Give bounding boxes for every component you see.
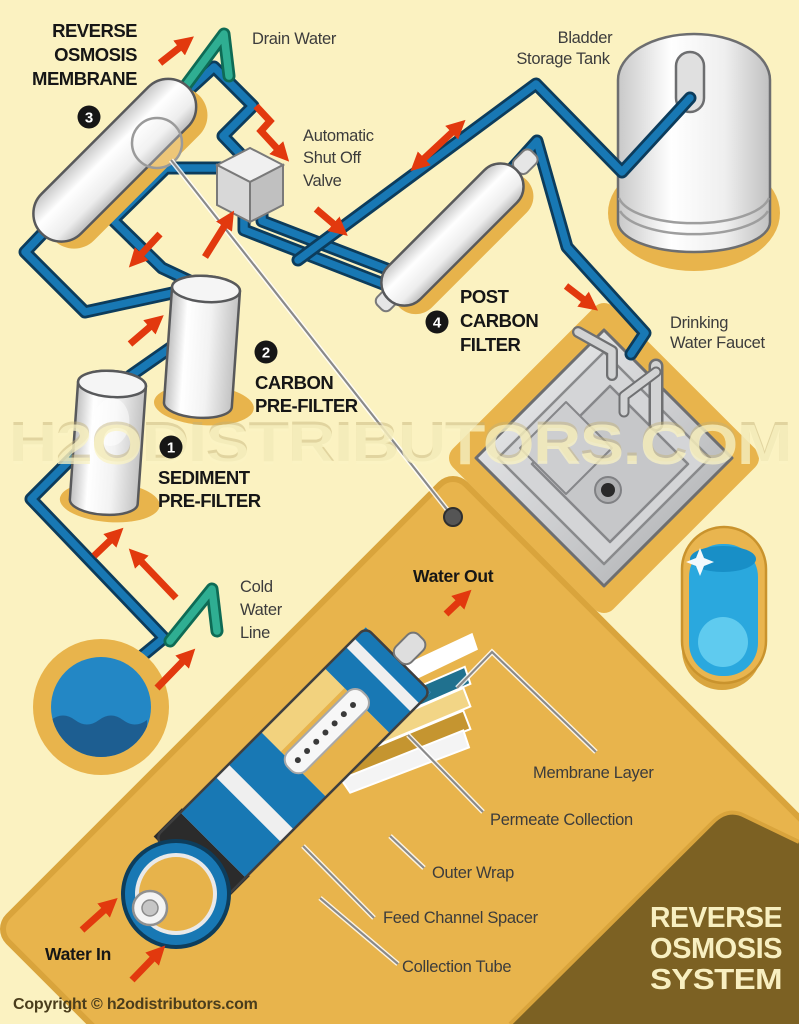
post-carbon-capsule bbox=[374, 148, 539, 315]
label-postcarbon-line1: POST bbox=[460, 286, 510, 307]
carbon-pre-filter bbox=[153, 274, 254, 426]
auto-shutoff-valve bbox=[214, 146, 286, 224]
badge-4 bbox=[425, 310, 449, 334]
flow-arrow bbox=[563, 283, 598, 311]
label-tank-line2: Storage Tank bbox=[516, 50, 610, 68]
flow-arrow bbox=[202, 210, 235, 259]
badge-3 bbox=[77, 105, 101, 129]
cold-water-source bbox=[33, 639, 169, 775]
water-out-port bbox=[392, 631, 427, 666]
label-faucet-line2: Water Faucet bbox=[670, 334, 766, 352]
watermark: H2ODISTRIBUTORS.COM H2ODISTRIBUTORS.COM bbox=[9, 410, 792, 477]
label-carbonpre-line2: PRE-FILTER bbox=[255, 395, 358, 416]
label-coldwater-line2: Water bbox=[240, 601, 283, 619]
label-postcarbon-line3: FILTER bbox=[460, 334, 521, 355]
label-postcarbon-line2: CARBON bbox=[460, 310, 538, 331]
flow-arrow bbox=[127, 315, 164, 347]
brown-corner-panel bbox=[508, 810, 799, 1024]
label-membrane-line2: OSMOSIS bbox=[54, 44, 137, 65]
badge-4-number: 4 bbox=[433, 315, 442, 332]
flow-arrow bbox=[157, 36, 194, 66]
label-membrane-line3: MEMBRANE bbox=[32, 68, 137, 89]
label-permeate-collection: Permeate Collection bbox=[490, 811, 633, 829]
label-valve-line1: Automatic bbox=[303, 127, 374, 145]
flow-arrow bbox=[129, 945, 166, 983]
label-coldwater-line1: Cold bbox=[240, 578, 273, 596]
label-feed-channel-spacer: Feed Channel Spacer bbox=[383, 909, 539, 927]
label-membrane-line1: REVERSE bbox=[52, 20, 137, 41]
flow-arrow-double bbox=[410, 119, 466, 172]
bladder-storage-tank bbox=[608, 32, 780, 271]
copyright-text: Copyright © h2odistributors.com bbox=[13, 996, 258, 1013]
sink-faucet bbox=[618, 358, 664, 432]
flow-arrow bbox=[443, 589, 472, 617]
watermark-text: H2ODISTRIBUTORS.COM bbox=[9, 413, 791, 477]
label-sediment-line2: PRE-FILTER bbox=[158, 490, 261, 511]
label-drain-water: Drain Water bbox=[252, 30, 337, 48]
flow-arrow bbox=[313, 206, 348, 236]
glass-of-water bbox=[680, 525, 768, 690]
label-faucet-line1: Drinking bbox=[670, 314, 728, 332]
cutaway-leaders bbox=[301, 648, 598, 966]
title-line3: SYSTEM bbox=[650, 964, 782, 996]
badge-2-number: 2 bbox=[262, 345, 270, 362]
label-valve-line3: Valve bbox=[303, 172, 342, 190]
flow-arrow bbox=[79, 897, 118, 933]
label-carbonpre-line1: CARBON bbox=[255, 372, 333, 393]
title-line1: REVERSE bbox=[650, 902, 782, 934]
drinking-water-faucet bbox=[572, 326, 618, 381]
label-sediment-line1: SEDIMENT bbox=[158, 467, 251, 488]
magnifier-circle bbox=[130, 116, 184, 170]
label-valve-line2: Shut Off bbox=[303, 149, 362, 167]
label-water-in: Water In bbox=[45, 944, 111, 964]
label-coldwater-line3: Line bbox=[240, 624, 270, 642]
flow-arrow bbox=[91, 527, 124, 559]
labels: REVERSE OSMOSIS MEMBRANE 3 Drain Water A… bbox=[13, 20, 783, 1013]
pipes bbox=[18, 27, 697, 673]
badge-3-number: 3 bbox=[85, 110, 93, 127]
flow-arrow bbox=[154, 648, 196, 691]
label-water-out: Water Out bbox=[413, 566, 494, 586]
title-line2: OSMOSIS bbox=[650, 933, 782, 965]
sediment-pre-filter bbox=[59, 369, 160, 523]
flow-arrow bbox=[128, 548, 179, 601]
ro-membrane-capsule bbox=[32, 77, 208, 249]
flow-arrow-zigzag bbox=[253, 103, 290, 162]
sink-basin-small bbox=[519, 401, 613, 495]
watermark-shadow: H2ODISTRIBUTORS.COM bbox=[9, 410, 791, 474]
badge-1 bbox=[159, 435, 183, 459]
leader-dot bbox=[443, 507, 463, 527]
label-membrane-layer: Membrane Layer bbox=[533, 764, 654, 782]
sparkle-icon bbox=[686, 548, 714, 576]
badge-2 bbox=[254, 340, 278, 364]
flow-arrows bbox=[79, 36, 598, 983]
label-outer-wrap: Outer Wrap bbox=[432, 864, 514, 882]
flow-arrow bbox=[128, 231, 163, 268]
label-collection-tube: Collection Tube bbox=[402, 958, 511, 976]
badge-1-number: 1 bbox=[167, 440, 175, 457]
membrane-end-face bbox=[121, 839, 231, 949]
label-tank-line1: Bladder bbox=[558, 29, 614, 47]
membrane-cutaway bbox=[121, 627, 478, 949]
